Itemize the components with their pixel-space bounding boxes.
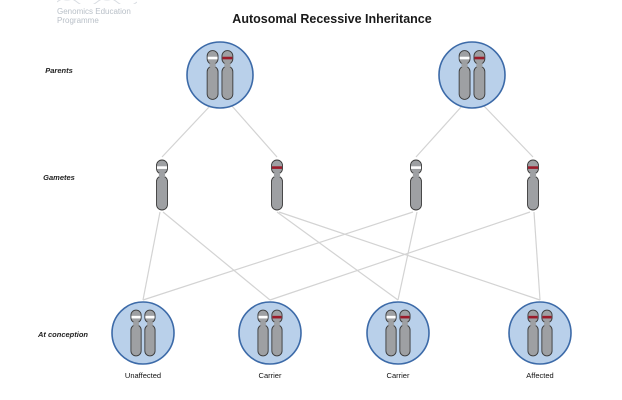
mutant-allele-band [528,166,538,169]
parent-2 [438,41,506,109]
diagram-nodes [111,41,572,365]
cell-circle [111,301,175,365]
line-g2-child4 [278,211,541,301]
gamete-2-chromosome [271,159,283,211]
normal-allele-band [258,315,268,319]
gamete-4-chromosome [527,159,539,211]
normal-allele-band [207,56,218,60]
mutant-allele-band [272,166,282,169]
gamete-3-chromosome [410,159,422,211]
dna-logo-icon [57,0,137,4]
mutant-allele-band [222,56,233,60]
row-label-gametes: Gametes [43,173,75,182]
logo: Genomics Education Programme [57,0,157,25]
row-label-conception: At conception [38,330,88,339]
child-label-2: Carrier [258,371,282,380]
mutant-allele-band [272,315,282,319]
chromosome-left [206,50,219,100]
line-g3-child1 [142,211,414,301]
child-label-4: Affected [526,371,554,380]
chromosome-right [399,309,411,357]
child-label-3: Carrier [386,371,410,380]
chromosome-right [541,309,553,357]
mutant-allele-band [528,315,538,319]
cell-circle [186,41,254,109]
normal-allele-band [459,56,470,60]
chromosome-left [257,309,269,357]
line-g3-child3 [397,211,418,301]
chromosome-right [144,309,156,357]
chromosome-left [458,50,471,100]
line-g1-child1 [142,211,161,301]
normal-allele-band [157,166,167,169]
mutant-allele-band [474,56,485,60]
child-2 [238,301,302,365]
mutant-allele-band [542,315,552,319]
cell-circle [508,301,572,365]
normal-allele-band [145,315,155,319]
chromosome-left [527,309,539,357]
line-parent1-gamete1 [161,105,211,158]
cell-circle [238,301,302,365]
chromosome-right [221,50,234,100]
logo-line-1: Genomics Education [57,7,131,16]
cell-circle [438,41,506,109]
child-1 [111,301,175,365]
line-parent2-gamete3 [415,105,463,158]
chromosome-right [271,309,283,357]
logo-line-2: Programme [57,16,99,25]
normal-allele-band [131,315,141,319]
child-4 [508,301,572,365]
mutant-allele-band [400,315,410,319]
chromosome-right [473,50,486,100]
line-parent2-gamete4 [483,105,534,158]
cell-circle [366,301,430,365]
normal-allele-band [411,166,421,169]
row-label-parents: Parents [45,66,73,75]
normal-allele-band [386,315,396,319]
line-g4-child2 [269,211,531,301]
line-g4-child4 [533,211,541,301]
parent-1 [186,41,254,109]
child-3 [366,301,430,365]
line-parent1-gamete2 [231,105,278,158]
line-g1-child2 [162,211,271,301]
line-g2-child3 [276,211,399,301]
gamete-1-chromosome [156,159,168,211]
connection-lines [142,105,541,301]
page-title: Autosomal Recessive Inheritance [232,12,432,26]
chromosome-left [130,309,142,357]
chromosome-left [385,309,397,357]
child-label-1: Unaffected [124,371,162,380]
